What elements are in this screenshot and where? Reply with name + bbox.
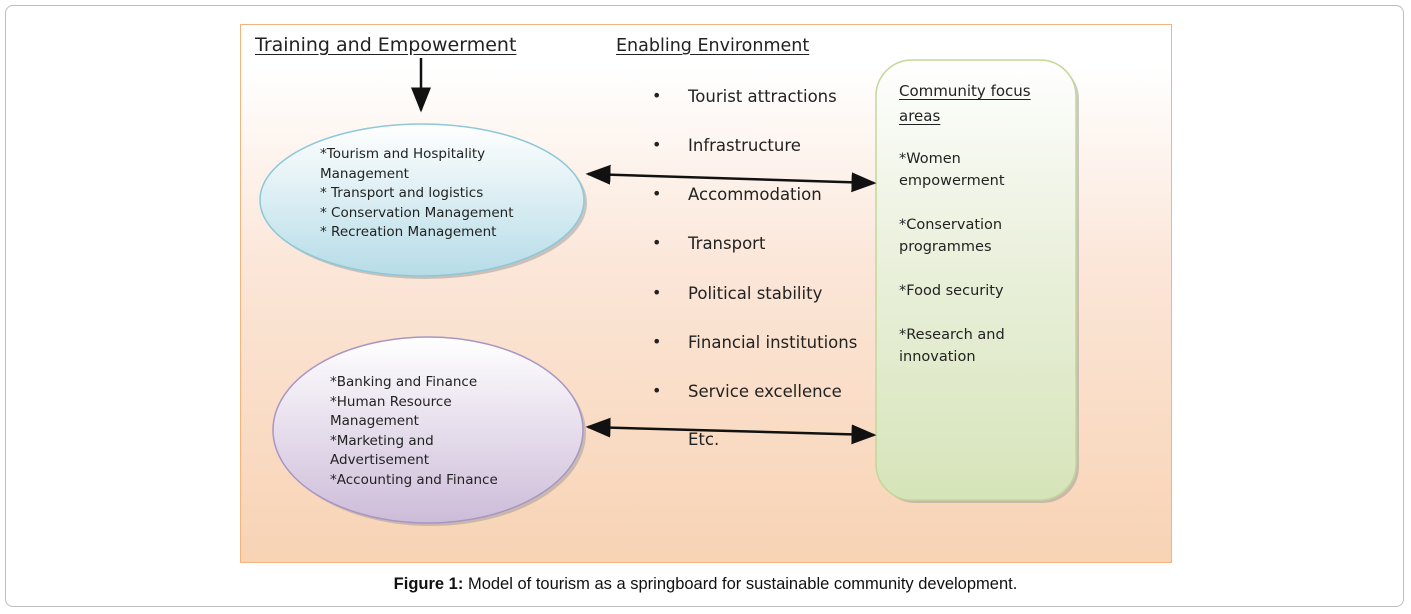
bullet-icon: •: [652, 135, 662, 154]
list-item: Tourist attractions: [688, 87, 837, 106]
heading-training: Training and Empowerment: [255, 34, 517, 56]
bullet-icon: •: [652, 381, 662, 400]
training-list: *Tourism and Hospitality Management * Tr…: [320, 145, 514, 243]
caption-label: Figure 1:: [393, 575, 464, 593]
bullet-icon: •: [652, 332, 662, 351]
community-item: *Women empowerment: [899, 151, 1005, 189]
training-ellipse: [259, 123, 585, 277]
double-arrow-bottom: [585, 417, 877, 445]
list-item: Political stability: [688, 284, 823, 303]
list-item: Financial institutions: [688, 333, 858, 352]
business-list: *Banking and Finance *Human Resource Man…: [330, 373, 498, 490]
list-item: *Human Resource: [330, 393, 452, 410]
list-item: Management: [320, 165, 409, 182]
list-item: Service excellence: [688, 382, 842, 401]
list-item: * Conservation Management: [320, 204, 514, 221]
list-item: * Recreation Management: [320, 224, 497, 240]
community-item: *Food security: [899, 283, 1004, 299]
caption-text: Model of tourism as a springboard for su…: [463, 575, 1018, 593]
bullet-icon: •: [652, 233, 662, 252]
business-ellipse: [272, 336, 584, 524]
figure-frame: [5, 5, 1404, 607]
heading-enabling: Enabling Environment: [616, 36, 810, 56]
list-item: *Accounting and Finance: [330, 471, 498, 488]
double-arrow-top: [585, 164, 877, 193]
list-item: *Tourism and Hospitality: [320, 146, 486, 162]
bullet-icon: •: [652, 283, 662, 302]
figure-caption: Figure 1: Model of tourism as a springbo…: [0, 575, 1411, 594]
list-item: Advertisement: [330, 452, 430, 468]
list-item: Transport: [688, 234, 766, 253]
heading-line: Community focus: [899, 82, 1031, 100]
list-item: *Banking and Finance: [330, 374, 478, 390]
community-item: *Conservation programmes: [899, 217, 1003, 255]
list-item: Infrastructure: [688, 136, 801, 155]
community-box: [875, 59, 1077, 501]
list-item: * Transport and logistics: [320, 185, 484, 201]
list-item-etc: Etc.: [688, 430, 720, 449]
heading-community: Community focus areas: [899, 79, 1031, 129]
bullet-icon: •: [652, 184, 662, 203]
list-item: *Marketing and: [330, 432, 434, 449]
bullet-icon: •: [652, 86, 662, 105]
community-item: *Research and innovation: [899, 327, 1005, 365]
heading-line: areas: [899, 107, 941, 125]
list-item: Management: [330, 413, 419, 429]
list-item: Accommodation: [688, 185, 822, 204]
